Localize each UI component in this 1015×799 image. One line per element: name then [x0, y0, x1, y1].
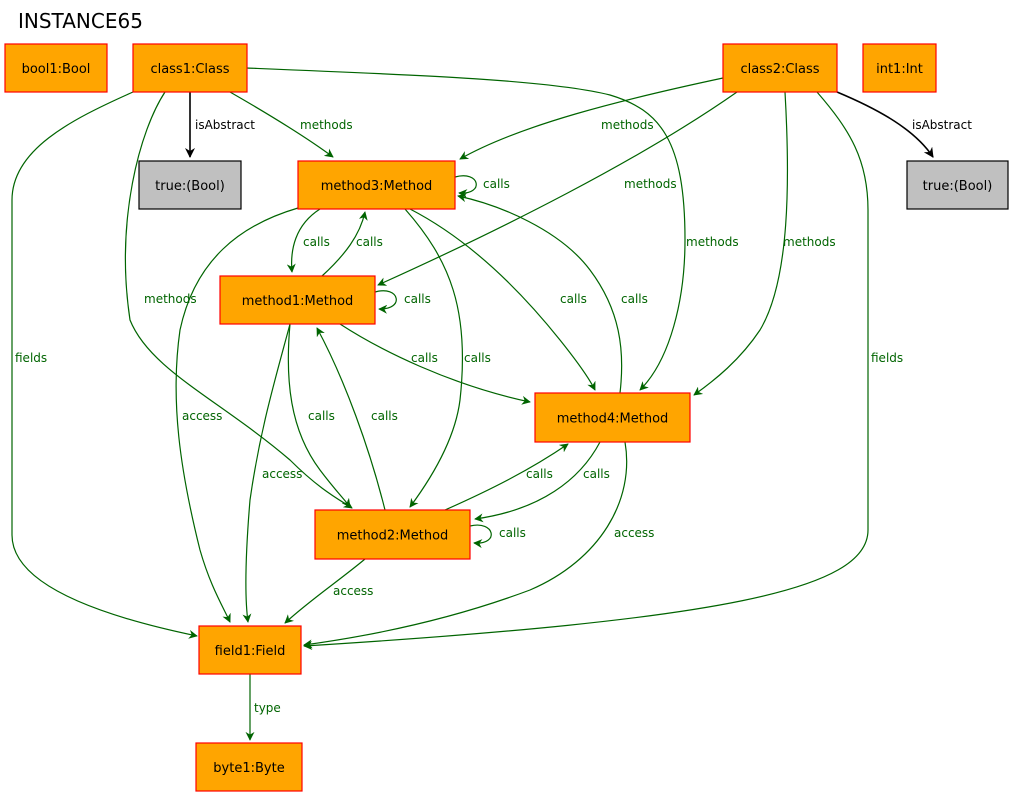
edge-method1-access-field1: [242, 323, 291, 623]
edge-method3-calls-method3: [454, 175, 477, 199]
edge-label-calls: calls: [560, 292, 587, 306]
edge-class2-methods-method1: [377, 91, 738, 286]
node-box-method3: [297, 160, 456, 210]
node-box-true2: [906, 160, 1009, 210]
node-box-byte1: [195, 742, 303, 792]
node-box-bool1: [4, 43, 108, 93]
edge-label-methods: methods: [144, 292, 197, 306]
edge-label-isAbstract: isAbstract: [912, 118, 972, 132]
edge-class1-methods-method3: [229, 91, 334, 158]
edge-method2-calls-method1: [316, 327, 386, 511]
edge-method1-calls-method3: [321, 211, 368, 277]
edge-method3-calls-method4: [409, 208, 596, 391]
node-box-method4: [534, 392, 691, 443]
edge-label-calls: calls: [483, 177, 510, 191]
edge-class2-isAbstract-true2: [836, 91, 934, 158]
node-bool1[interactable]: bool1:Bool: [4, 43, 108, 93]
node-box-method2: [314, 509, 471, 560]
node-box-class2: [722, 43, 838, 93]
edge-label-calls: calls: [411, 351, 438, 365]
node-label-byte1: byte1:Byte: [213, 761, 284, 776]
node-label-field1: field1:Field: [215, 644, 286, 659]
edge-class2-methods-method3: [459, 77, 724, 160]
edge-method1-calls-method4: [339, 323, 531, 405]
node-label-class2: class2:Class: [740, 62, 819, 77]
edge-label-access: access: [333, 584, 373, 598]
node-label-bool1: bool1:Bool: [22, 62, 91, 77]
node-method4[interactable]: method4:Method: [534, 392, 691, 443]
node-label-method2: method2:Method: [337, 529, 449, 544]
node-class2[interactable]: class2:Class: [722, 43, 838, 93]
edge-label-methods: methods: [783, 235, 836, 249]
edge-method2-calls-method2: [469, 524, 492, 549]
edge-method4-access-field1: [303, 441, 628, 649]
edge-class2-fields-field1: [303, 91, 869, 650]
edge-label-access: access: [262, 467, 302, 481]
node-true2[interactable]: true:(Bool): [906, 160, 1009, 210]
node-label-method3: method3:Method: [321, 179, 433, 194]
edge-method3-calls-method1: [286, 208, 321, 273]
node-box-int1: [862, 43, 937, 93]
node-method1[interactable]: method1:Method: [219, 275, 376, 325]
edge-label-calls: calls: [308, 409, 335, 423]
edge-label-calls: calls: [371, 409, 398, 423]
node-box-method1: [219, 275, 376, 325]
edge-method3-access-field1: [175, 207, 299, 623]
node-label-int1: int1:Int: [876, 62, 923, 77]
node-label-method1: method1:Method: [242, 294, 354, 309]
edge-label-calls: calls: [303, 235, 330, 249]
node-label-method4: method4:Method: [557, 412, 669, 427]
edge-label-methods: methods: [601, 118, 654, 132]
edge-label-calls: calls: [499, 526, 526, 540]
edge-method4-calls-method2: [474, 441, 601, 523]
edge-label-isAbstract: isAbstract: [195, 118, 255, 132]
node-box-field1: [198, 625, 302, 675]
edge-label-fields: fields: [871, 351, 903, 365]
edge-method3-calls-method2: [404, 208, 464, 508]
edge-label-access: access: [182, 409, 222, 423]
node-byte1[interactable]: byte1:Byte: [195, 742, 303, 792]
node-field1[interactable]: field1:Field: [198, 625, 302, 675]
edge-method2-calls-method4: [444, 443, 569, 511]
edge-class1-methods-method4: [246, 67, 686, 391]
node-label-true2: true:(Bool): [923, 179, 993, 194]
node-method3[interactable]: method3:Method: [297, 160, 456, 210]
edge-method1-calls-method1: [374, 290, 397, 314]
node-box-class1: [132, 43, 248, 93]
edge-label-type: type: [254, 701, 281, 715]
edge-label-calls: calls: [356, 235, 383, 249]
edge-label-calls: calls: [464, 351, 491, 365]
edge-label-calls: calls: [621, 292, 648, 306]
edge-label-fields: fields: [15, 351, 47, 365]
edge-method4-calls-method3: [457, 193, 623, 394]
edge-method2-access-field1: [284, 558, 366, 624]
edge-label-calls: calls: [404, 292, 431, 306]
node-label-true1: true:(Bool): [155, 179, 225, 194]
node-int1[interactable]: int1:Int: [862, 43, 937, 93]
edge-class1-methods-method2: [124, 91, 353, 509]
edge-label-calls: calls: [526, 467, 553, 481]
node-label-class1: class1:Class: [150, 62, 229, 77]
edge-class2-methods-method4: [693, 91, 789, 396]
edge-label-methods: methods: [686, 235, 739, 249]
edge-label-methods: methods: [624, 177, 677, 191]
edge-class1-fields-field1: [11, 91, 198, 639]
edge-method1-calls-method2: [287, 323, 351, 508]
node-box-true1: [138, 160, 242, 210]
edge-label-methods: methods: [300, 118, 353, 132]
edge-label-access: access: [614, 526, 654, 540]
diagram-title: INSTANCE65: [18, 9, 143, 33]
node-method2[interactable]: method2:Method: [314, 509, 471, 560]
node-true1[interactable]: true:(Bool): [138, 160, 242, 210]
edge-label-calls: calls: [583, 467, 610, 481]
node-class1[interactable]: class1:Class: [132, 43, 248, 93]
